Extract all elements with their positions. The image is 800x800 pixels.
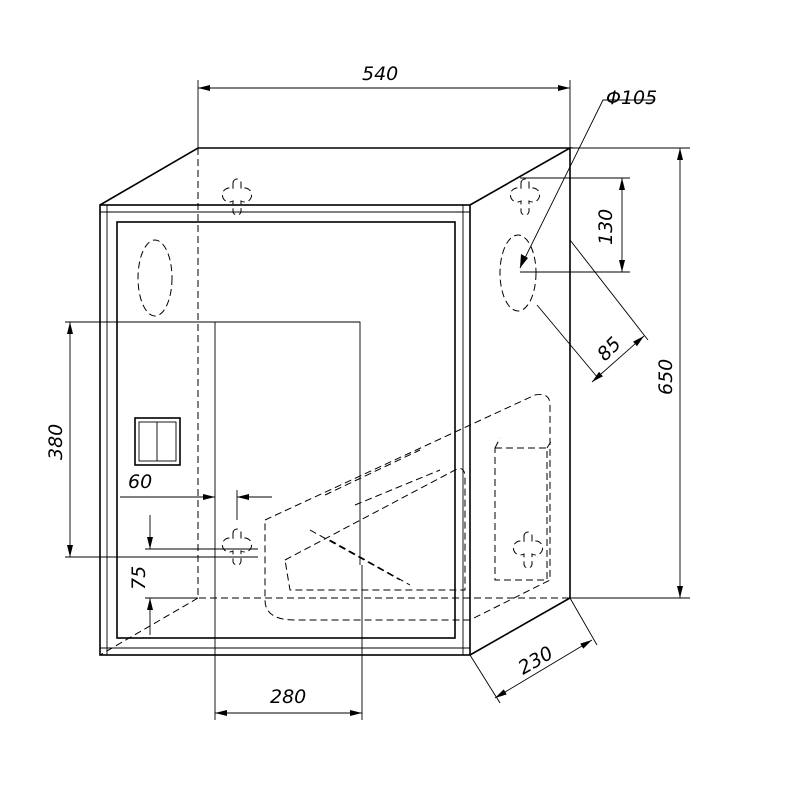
- dim-panel-height: 380: [45, 322, 258, 558]
- left-cable-hole: [137, 239, 173, 317]
- dim-bottom-offset: 75: [128, 515, 258, 635]
- cabinet-body: [99, 147, 574, 656]
- switch: [134, 417, 181, 466]
- hidden-back-edges: [99, 148, 570, 656]
- dim-hole-diameter: Φ105: [519, 87, 657, 269]
- dim-depth: 230: [469, 597, 598, 704]
- keyhole-icon: [221, 528, 253, 566]
- right-cable-hole: [499, 234, 537, 312]
- inner-panel: [65, 321, 363, 720]
- keyhole-icon: [509, 178, 541, 216]
- dim-hole-offset-side-label: 85: [593, 333, 626, 366]
- dim-panel-width: 280: [215, 686, 362, 716]
- dim-height-label: 650: [655, 359, 677, 395]
- front-frame-outer: [99, 204, 471, 656]
- front-door: [116, 221, 456, 639]
- keyhole-icon: [512, 531, 544, 569]
- dim-hole-offset-top: 130: [520, 177, 630, 273]
- din-rail: [494, 447, 548, 581]
- dim-width: 540: [197, 63, 571, 148]
- frame-edges: [100, 205, 470, 655]
- top-face: [99, 147, 574, 206]
- keyhole-mounts: [221, 178, 544, 569]
- dim-width-label: 540: [362, 63, 398, 85]
- internal-bracket: [264, 394, 553, 621]
- dim-panel-offset-label: 60: [128, 471, 152, 493]
- dim-bottom-offset-label: 75: [128, 566, 150, 590]
- dim-hole-offset-top-label: 130: [595, 209, 617, 245]
- dim-hole-offset-side: 85: [536, 239, 649, 383]
- dim-panel-offset: 60: [120, 471, 272, 520]
- dim-panel-height-label: 380: [45, 424, 67, 460]
- dim-panel-width-label: 280: [270, 686, 306, 708]
- dim-hole-diameter-label: Φ105: [606, 87, 657, 109]
- keyhole-icon: [221, 178, 253, 216]
- dim-height: 650: [570, 147, 690, 599]
